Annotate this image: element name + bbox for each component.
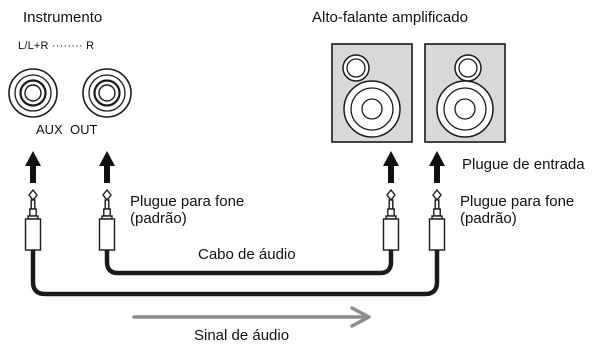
speaker-label: Alto-falante amplificado — [312, 9, 468, 26]
right-speaker-icon — [424, 43, 506, 143]
up-arrow-icon — [429, 151, 445, 183]
instrument-label: Instrumento — [23, 9, 103, 26]
audio-signal-label: Sinal de áudio — [194, 327, 290, 344]
phone-plug-label-left: Plugue para fone (padrão) — [130, 193, 245, 228]
up-arrow-icon — [99, 151, 115, 183]
phone-plug-icon — [24, 188, 42, 251]
channel-label: L/L+R ········ R — [18, 40, 95, 52]
signal-direction-arrow — [132, 306, 371, 328]
inner-audio-cable — [104, 250, 394, 276]
up-arrow-icon — [383, 151, 399, 183]
up-arrow-icon — [25, 151, 41, 183]
aux-out-label: AUX OUT — [36, 122, 98, 137]
input-plug-label: Plugue de entrada — [462, 156, 585, 173]
phone-plug-icon — [98, 188, 116, 251]
left-speaker-icon — [331, 43, 413, 143]
outer-audio-cable — [30, 250, 440, 297]
phone-plug-label-right: Plugue para fone (padrão) — [460, 193, 575, 228]
phone-plug-icon — [382, 188, 400, 251]
aux-out-left-jack-icon — [8, 68, 58, 118]
audio-cable-label: Cabo de áudio — [198, 246, 296, 263]
phone-plug-icon — [428, 188, 446, 251]
aux-out-right-jack-icon — [82, 68, 132, 118]
